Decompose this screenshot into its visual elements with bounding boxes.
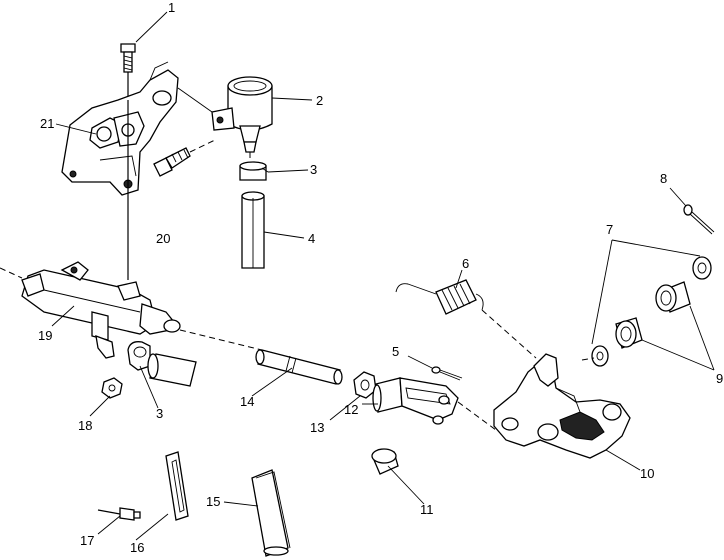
callout-17: 17: [80, 533, 94, 548]
part-17-screw: [97, 507, 141, 521]
part-5-cotter-pin: [431, 366, 463, 381]
callout-11: 11: [420, 502, 434, 517]
callout-15: 15: [206, 494, 220, 509]
callouts: 1 2 3 4 5 6 7 8 9 10 11 12 13 14 15 16 1…: [38, 0, 723, 555]
part-12-clevis: [372, 377, 497, 431]
callout-18: 18: [78, 418, 92, 433]
callout-20: 20: [156, 231, 170, 246]
part-1-bolt: [120, 43, 136, 100]
callout-19: 19: [38, 328, 52, 343]
part-8-cotter-pin: [683, 204, 715, 235]
part-4-hose: [241, 191, 265, 269]
callout-9: 9: [716, 371, 723, 386]
bracket-bolt: [153, 139, 216, 177]
part-18-nut: [101, 377, 123, 399]
callout-16: 16: [130, 540, 144, 555]
hose-lower: [147, 353, 197, 387]
callout-14: 14: [240, 394, 254, 409]
callout-5: 5: [392, 344, 399, 359]
part-15-pedal-pad: [251, 469, 291, 557]
callout-4: 4: [308, 231, 315, 246]
part-21-bracket: [61, 61, 179, 280]
callout-12: 12: [344, 402, 358, 417]
part-3-clamp-lower: [127, 341, 151, 371]
part-11-clevis-pin: [371, 448, 399, 475]
callout-21: 21: [40, 116, 54, 131]
part-3-clamp-upper: [239, 161, 269, 181]
callout-1: 1: [168, 0, 175, 15]
leader-lines: [51, 11, 715, 541]
callout-13: 13: [310, 420, 324, 435]
callout-3: 3: [310, 162, 317, 177]
part-10-pedal-bracket: [493, 353, 631, 459]
callout-6: 6: [462, 256, 469, 271]
part-16-strap: [165, 451, 189, 521]
part-2-reservoir: [177, 76, 273, 166]
part-14-pin: [255, 349, 343, 385]
callout-10: 10: [640, 466, 654, 481]
part-9-bushings: [581, 256, 712, 367]
callout-8: 8: [660, 171, 667, 186]
callout-2: 2: [316, 93, 323, 108]
part-6-spring: [395, 279, 537, 359]
part-19-master-cylinder: [0, 261, 263, 359]
callout-7: 7: [606, 222, 613, 237]
callout-3b: 3: [156, 406, 163, 421]
